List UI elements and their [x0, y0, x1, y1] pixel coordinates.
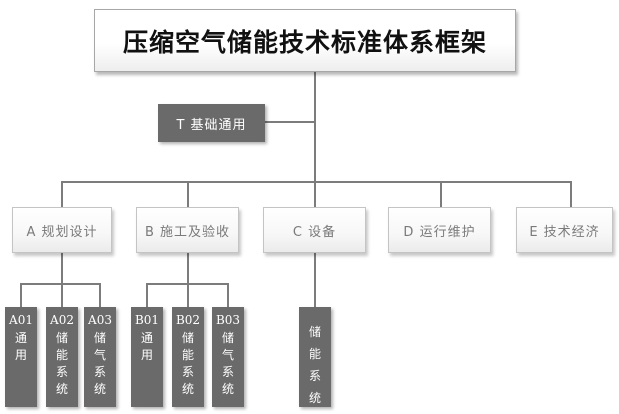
node-category-a: A 规划设计 [12, 207, 112, 253]
node-leaf-b03: B03 储气系统 [212, 307, 244, 407]
leaf-name: 储气系统 [93, 331, 106, 396]
leaf-name: 储能系统 [308, 325, 321, 405]
leaf-code: A01 [9, 313, 33, 327]
connector-to-leaf-b03 [227, 283, 229, 307]
connector-to-leaf-a03 [99, 283, 101, 307]
leaf-name: 储能系统 [181, 331, 194, 396]
connector-b-down [187, 253, 189, 284]
leaf-code: A03 [88, 313, 112, 327]
connector-a-leaf-bus [20, 283, 101, 285]
connector-a-down [61, 253, 63, 284]
leaf-name: 通用 [140, 331, 153, 362]
leaf-code: B02 [175, 313, 201, 327]
node-leaf-b01: B01 通用 [131, 307, 163, 407]
diagram-title: 压缩空气储能技术标准体系框架 [94, 9, 516, 72]
connector-category-bus [61, 181, 572, 183]
leaf-code: B03 [215, 313, 241, 327]
connector-to-leaf-a02 [61, 283, 63, 307]
connector-to-category-d [440, 181, 442, 207]
connector-to-category-c [314, 181, 316, 207]
connector-to-leaf-b01 [146, 283, 148, 307]
connector-to-category-b [187, 181, 189, 207]
node-leaf-a03: A03 储气系统 [84, 307, 116, 407]
leaf-code: B01 [134, 313, 160, 327]
node-leaf-b02: B02 储能系统 [172, 307, 204, 407]
connector-c-down [314, 253, 316, 307]
node-leaf-a01: A01 通用 [5, 307, 37, 407]
node-leaf-c-energy-storage: 储能系统 [299, 307, 331, 407]
connector-to-leaf-b02 [187, 283, 189, 307]
node-category-e: E 技术经济 [516, 207, 613, 253]
connector-to-category-a [61, 181, 63, 207]
leaf-name: 储能系统 [55, 331, 68, 396]
node-category-d: D 运行维护 [388, 207, 491, 253]
node-category-b: B 施工及验收 [136, 207, 239, 253]
connector-general-to-trunk [265, 121, 315, 123]
leaf-name: 储气系统 [221, 331, 234, 396]
connector-to-category-e [570, 181, 572, 207]
connector-title-to-branch [314, 72, 316, 183]
node-leaf-a02: A02 储能系统 [46, 307, 78, 407]
node-general: T 基础通用 [158, 104, 265, 142]
leaf-name: 通用 [14, 331, 27, 362]
connector-to-leaf-a01 [20, 283, 22, 307]
node-category-c: C 设备 [263, 207, 366, 253]
leaf-code: A02 [50, 313, 74, 327]
